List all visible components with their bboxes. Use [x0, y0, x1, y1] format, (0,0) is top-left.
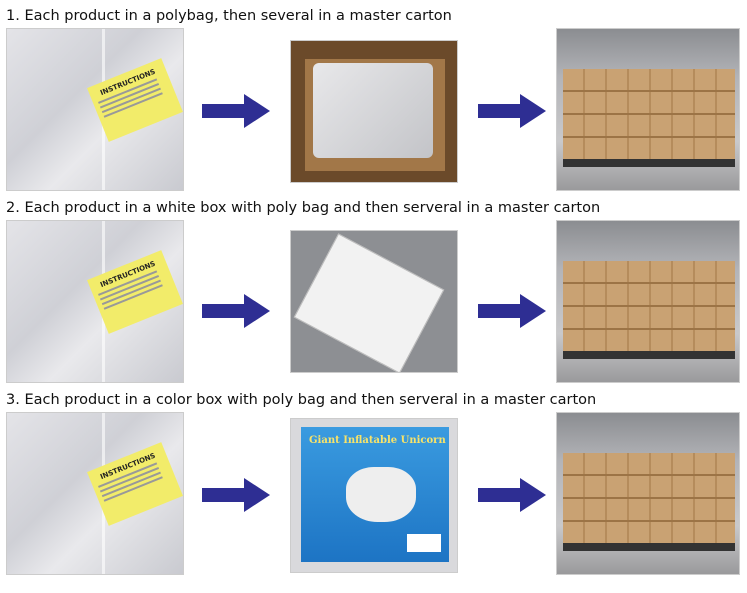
- color-box-photo: Giant Inflatable Unicorn: [290, 418, 458, 573]
- section-heading: 2. Each product in a white box with poly…: [6, 200, 601, 216]
- barcode: [407, 534, 441, 552]
- polybag-photo: INSTRUCTIONS: [6, 220, 184, 383]
- polybag-photo: INSTRUCTIONS: [6, 412, 184, 575]
- section-heading: 3. Each product in a color box with poly…: [6, 392, 597, 408]
- arrow-right-icon: [202, 94, 272, 128]
- arrow-right-icon: [478, 94, 548, 128]
- arrow-right-icon: [202, 478, 272, 512]
- polybag-photo: INSTRUCTIONS: [6, 28, 184, 191]
- unicorn-image: [346, 467, 416, 522]
- warehouse-photo: [556, 412, 740, 575]
- section-heading: 1. Each product in a polybag, then sever…: [6, 8, 452, 24]
- warehouse-photo: [556, 28, 740, 191]
- white-box-photo: [290, 230, 458, 373]
- color-box-title: Giant Inflatable Unicorn: [309, 435, 446, 446]
- arrow-right-icon: [202, 294, 272, 328]
- arrow-right-icon: [478, 294, 548, 328]
- warehouse-photo: [556, 220, 740, 383]
- master-carton-photo: [290, 40, 458, 183]
- arrow-right-icon: [478, 478, 548, 512]
